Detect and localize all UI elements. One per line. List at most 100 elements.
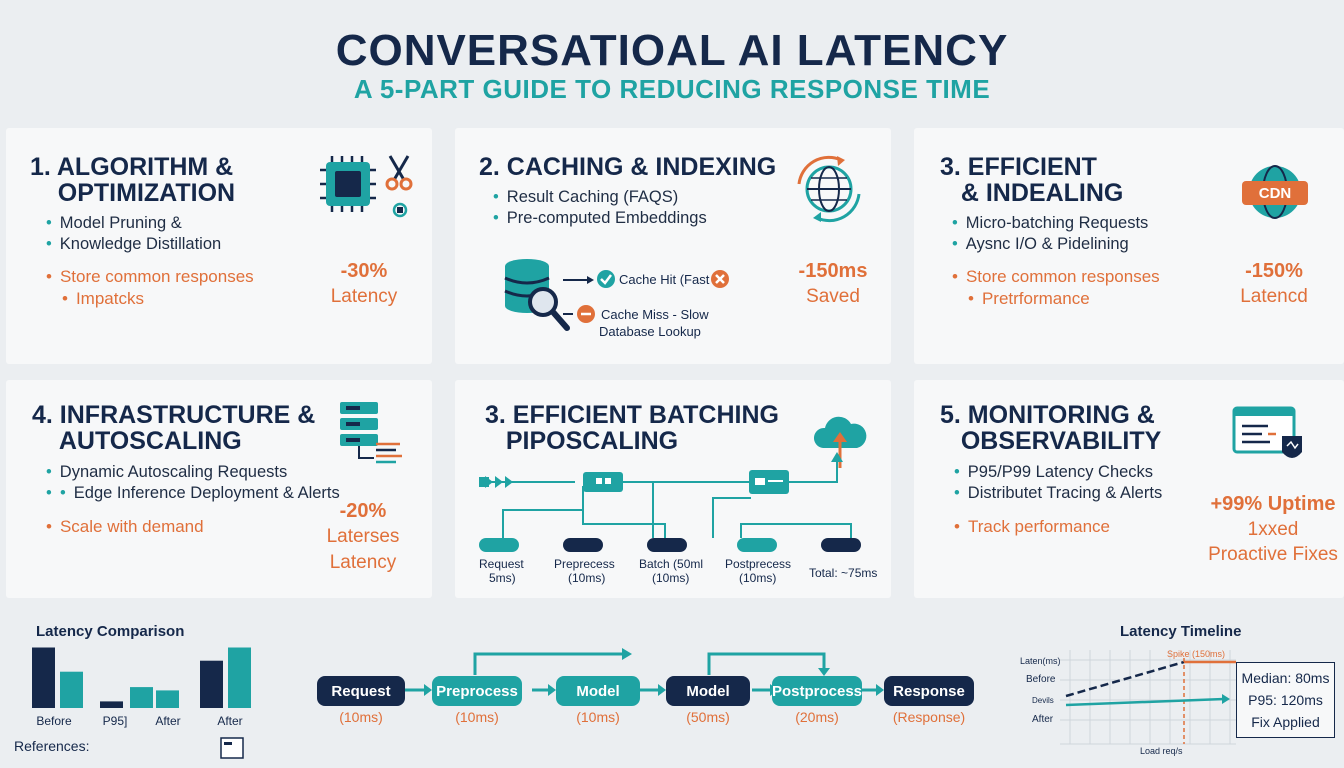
- close-icon: [711, 270, 729, 288]
- bar-category-label: P95]: [103, 714, 128, 728]
- bullet: Knowledge Distillation: [46, 235, 221, 254]
- bar-1-3: [200, 660, 223, 708]
- cache-miss-label: Database Lookup: [599, 324, 701, 339]
- timeline-axis-label: Laten(ms): [1020, 656, 1061, 666]
- bullet-continuation: Edge Inference Deployment & Alerts: [60, 484, 340, 503]
- bullet: Micro-batching Requests: [952, 214, 1149, 233]
- bullet: Model Pruning &: [46, 214, 182, 233]
- arrow-right-icon: [563, 313, 573, 315]
- page-subtitle: A 5-PART GUIDE TO REDUCING RESPONSE TIME: [353, 74, 991, 104]
- timeline-axis-label: Devils: [1032, 696, 1054, 705]
- bar-1-1: [100, 701, 123, 708]
- pipeline-step-time: (50ms): [686, 709, 730, 725]
- pipeline-step-response: Response: [884, 676, 974, 706]
- card-efficient-indealing: 3. EFFICIENT & INDEALING Micro-batching …: [914, 128, 1344, 364]
- bullet: P95/P99 Latency Checks: [954, 463, 1153, 482]
- spike-label: Spike (150ms): [1167, 649, 1226, 659]
- stage-time: 5ms): [489, 571, 516, 585]
- card-infrastructure-autoscaling: 4. INFRASTRUCTURE & AUTOSCALING Dynamic …: [6, 380, 432, 598]
- monitor-dashboard-icon: [1232, 406, 1302, 458]
- stat: -30% Latency: [330, 260, 398, 307]
- card-title: 1. ALGORITHM & OPTIMIZATION: [30, 153, 236, 207]
- cloud-upload-icon: [813, 416, 867, 468]
- references-label: References:: [14, 738, 90, 754]
- bar-1-0: [32, 647, 55, 708]
- stage-label: Request: [479, 557, 524, 571]
- card-title: 3. EFFICIENT BATCHING PIPOSCALING: [485, 401, 779, 455]
- card-title: 2. CACHING & INDEXING: [479, 153, 777, 181]
- latency-comparison-chart: Before P95] After After: [32, 647, 251, 728]
- pipeline-step-model: Model: [556, 676, 640, 706]
- card-algorithm-optimization: 1. ALGORITHM & OPTIMIZATION Model Prunin…: [6, 128, 432, 364]
- pipeline-step-time: (10ms): [455, 709, 499, 725]
- stage-time: (10ms): [652, 571, 690, 585]
- stat: -150ms Saved: [798, 260, 868, 307]
- window-icon: [220, 737, 244, 759]
- highlight-bullet: Store common responses: [952, 266, 1160, 288]
- median-label: Median: 80ms: [1241, 670, 1330, 686]
- bar-category-label: Before: [36, 714, 72, 728]
- stage-label: Batch (50ml: [639, 557, 704, 571]
- pipeline-step-preprocess: Preprocess: [432, 676, 522, 706]
- timeline-axis-label: After: [1032, 714, 1054, 725]
- highlight-bullet: Track performance: [954, 516, 1110, 538]
- cdn-label: CDN: [1258, 185, 1292, 202]
- fix-label: Fix Applied: [1251, 714, 1320, 730]
- timeline-stats-box: Median: 80ms P95: 120ms Fix Applied: [1236, 662, 1335, 738]
- bar-1-2: [130, 687, 153, 708]
- bullet: Dynamic Autoscaling Requests: [46, 463, 287, 482]
- p95-label: P95: 120ms: [1248, 692, 1323, 708]
- pipeline-step-time: (10ms): [576, 709, 620, 725]
- latency-timeline-chart: [1060, 650, 1236, 745]
- globe-refresh-icon: [797, 155, 861, 223]
- bar-2-2: [156, 690, 179, 708]
- total-label: Total: ~75ms: [809, 566, 878, 580]
- bullet: Result Caching (FAQS): [493, 188, 678, 207]
- server-stack-icon: [340, 402, 402, 464]
- stage-time: (10ms): [739, 571, 777, 585]
- highlight-bullet: Store common responses: [46, 266, 254, 288]
- chip-scissors-icon: [320, 155, 413, 218]
- stage-label: Postprecess: [725, 557, 792, 571]
- bar-category-label: After: [155, 714, 180, 728]
- batching-flow-diagram: [479, 452, 861, 552]
- card-title: 3. EFFICIENT & INDEALING: [940, 153, 1124, 207]
- arrow-right-icon: [563, 276, 594, 284]
- cache-miss-label: Cache Miss - Slow: [601, 307, 709, 322]
- pipeline-step-time: (10ms): [339, 709, 383, 725]
- highlight-bullet: Scale with demand: [46, 516, 204, 538]
- minus-icon: [577, 305, 595, 323]
- comparison-title: Latency Comparison: [36, 623, 185, 640]
- stage-label: Preprecess: [554, 557, 615, 571]
- pipeline-step-postprocess: Postprocess: [772, 676, 862, 706]
- stage-time: (10ms): [568, 571, 606, 585]
- pipeline-step-time: (Response): [892, 709, 966, 725]
- highlight-text: Pretrformance: [968, 288, 1090, 310]
- card-caching-indexing: 2. CACHING & INDEXING Result Caching (FA…: [455, 128, 891, 364]
- check-icon: [597, 270, 615, 288]
- pipeline-step-time: (20ms): [795, 709, 839, 725]
- card-efficient-batching: 3. EFFICIENT BATCHING PIPOSCALING: [455, 380, 891, 598]
- database-search-icon: [504, 259, 570, 331]
- stat: -20% Laterses Latency: [326, 500, 400, 573]
- bullet: Aysnc I/O & Pidelining: [952, 235, 1129, 254]
- stat: +99% Uptime 1xxed Proactive Fixes: [1208, 493, 1338, 565]
- timeline-title: Latency Timeline: [1120, 623, 1242, 640]
- cache-hit-label: Cache Hit (Fast: [619, 272, 710, 287]
- timeline-axis-label: Before: [1026, 674, 1056, 685]
- timeline-x-label: Load req/s: [1140, 746, 1183, 756]
- stat: -150% Latencd: [1240, 260, 1308, 307]
- bullet: [46, 484, 60, 503]
- card-monitoring-observability: 5. MONITORING & OBSERVABILITY P95/P99 La…: [914, 380, 1344, 598]
- pipeline-step-model-inference: Model: [666, 676, 750, 706]
- card-title: 5. MONITORING & OBSERVABILITY: [940, 401, 1162, 455]
- page-title: CONVERSATIOAL AI LATENCY: [335, 26, 1009, 75]
- card-title: 4. INFRASTRUCTURE & AUTOSCALING: [32, 401, 316, 455]
- bar-2-0: [60, 671, 83, 708]
- cdn-globe-icon: [1242, 165, 1308, 219]
- bar-category-label: After: [217, 714, 242, 728]
- bar-2-3: [228, 647, 251, 708]
- bullet: Pre-computed Embeddings: [493, 209, 707, 228]
- bullet: Distributet Tracing & Alerts: [954, 484, 1162, 503]
- pipeline-step-request: Request: [317, 676, 405, 706]
